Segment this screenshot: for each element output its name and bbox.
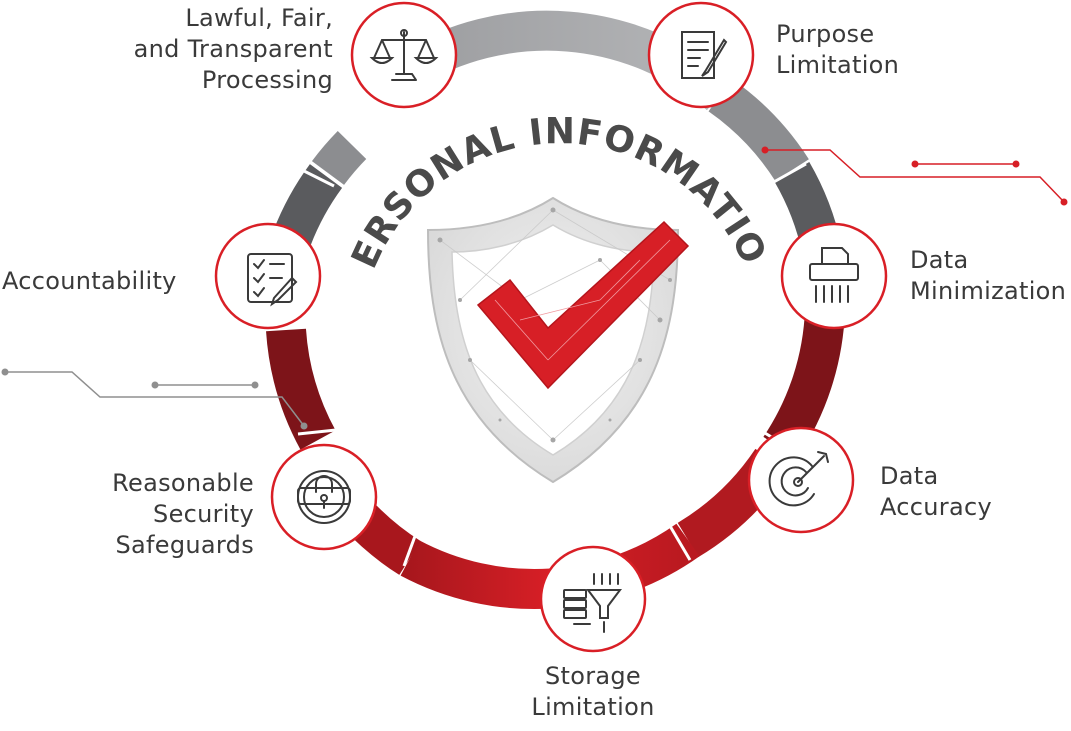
label-storage: Storage Limitation	[513, 661, 673, 723]
connector-lines	[1, 146, 1068, 430]
label-line: Security	[153, 500, 254, 528]
label-security: Reasonable Security Safeguards	[112, 468, 254, 561]
principle-accuracy	[747, 426, 855, 534]
storage-funnel-icon	[563, 573, 622, 633]
document-pen-icon	[681, 31, 728, 79]
label-line: Data	[880, 462, 939, 490]
ring-segment-upper-right	[708, 78, 809, 182]
label-line: Accuracy	[880, 493, 992, 521]
principle-purpose	[647, 1, 755, 109]
principle-security	[270, 443, 378, 551]
scales-icon	[369, 29, 439, 81]
label-minimization: Data Minimization	[910, 245, 1066, 307]
label-purpose: Purpose Limitation	[776, 19, 899, 81]
label-line: Minimization	[910, 277, 1067, 305]
label-line: Processing	[201, 66, 333, 94]
label-line: Safeguards	[115, 531, 254, 559]
label-line: Storage	[544, 662, 641, 690]
principle-storage	[539, 545, 647, 653]
principle-lawful	[350, 1, 458, 109]
label-accuracy: Data Accuracy	[880, 461, 992, 523]
principle-accountability	[214, 222, 322, 330]
principle-minimization	[780, 222, 888, 330]
label-line: Data	[910, 246, 969, 274]
ring-segment-upper-left-gray	[273, 164, 343, 246]
label-line: Reasonable	[112, 469, 254, 497]
ring-segment-upper-left-light	[311, 130, 367, 186]
label-line: and Transparent	[133, 35, 333, 63]
label-accountability: Accountability	[2, 266, 177, 297]
label-line: Limitation	[531, 693, 655, 721]
label-line: Lawful, Fair,	[185, 4, 333, 32]
shield-check-icon	[426, 196, 690, 484]
label-line: Purpose	[776, 20, 875, 48]
checklist-icon	[247, 253, 298, 307]
ring-segment-left-red	[266, 328, 336, 450]
target-arrow-icon	[768, 451, 829, 507]
label-lawful: Lawful, Fair, and Transparent Processing	[134, 3, 333, 96]
padlock-icon	[297, 470, 351, 524]
label-line: Accountability	[2, 267, 177, 295]
label-line: Limitation	[776, 51, 900, 79]
shredder-icon	[809, 247, 859, 303]
